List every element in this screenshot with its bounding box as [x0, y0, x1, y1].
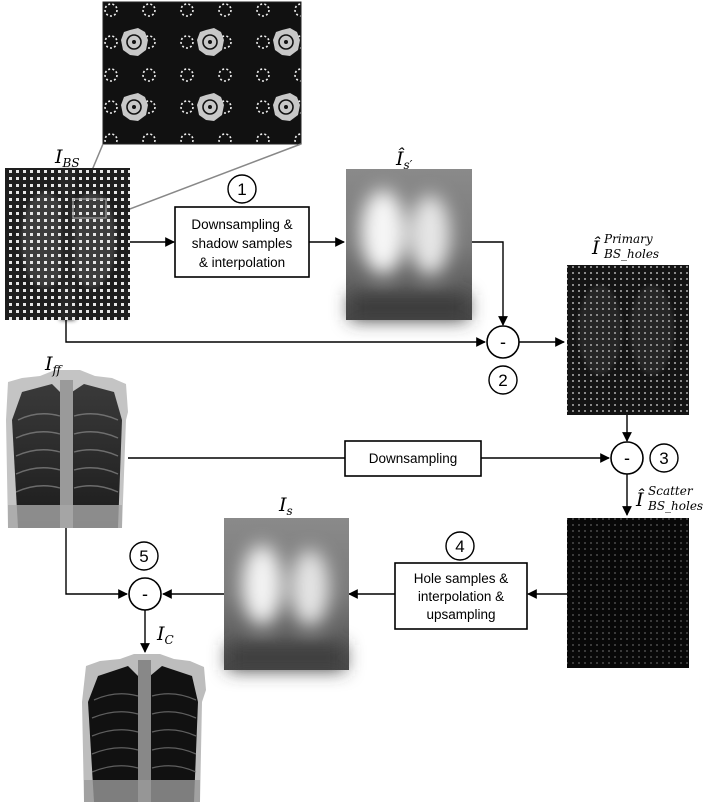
image-i-bs	[5, 168, 130, 320]
box-downsampling	[344, 440, 482, 477]
step-3-number: 3	[659, 449, 668, 468]
box-1-line-1: Downsampling &	[191, 217, 292, 232]
subtract-5-symbol: -	[142, 584, 148, 604]
box-downsampling-shadow	[174, 206, 310, 278]
arrow-is-prime-to-sub2	[472, 241, 508, 326]
box-4-line-3: upsampling	[426, 607, 495, 622]
box-1-line-3: & interpolation	[199, 255, 285, 270]
image-i-c	[82, 654, 206, 802]
step-3-circle	[649, 443, 679, 473]
box-downsampling-text: Downsampling	[369, 451, 458, 466]
step-4-circle	[445, 531, 475, 561]
label-i-scatter: Î Scatter BS_holes	[635, 478, 703, 513]
arrow-ibs-to-sub2	[65, 320, 486, 347]
label-i-primary: Î Primary BS_holes	[591, 226, 659, 261]
step-2-circle	[488, 365, 518, 395]
image-i-s-prime	[346, 169, 472, 320]
box-1-line-2: shadow samples	[192, 236, 293, 251]
box-hole-samples	[394, 562, 528, 630]
image-i-primary	[567, 265, 689, 415]
label-i-s: Is	[278, 494, 293, 518]
subtract-3-symbol: -	[624, 448, 630, 468]
zoom-inset	[102, 1, 302, 145]
image-i-ff	[6, 370, 128, 528]
step-4-number: 4	[455, 537, 464, 556]
box-4-line-2: interpolation &	[418, 589, 504, 604]
image-i-s	[224, 518, 349, 670]
label-i-ff: Iff	[44, 353, 64, 377]
subtract-2-symbol: -	[500, 332, 506, 352]
step-5-number: 5	[139, 547, 148, 566]
zoom-line-right	[105, 143, 302, 219]
arrow-iff-to-sub5	[65, 528, 128, 599]
step-1-circle	[227, 174, 257, 204]
label-i-s-prime: Îs′	[395, 147, 413, 172]
label-i-c: IC	[156, 623, 174, 647]
step-2-number: 2	[498, 371, 507, 390]
step-1-number: 1	[237, 180, 246, 199]
image-i-scatter	[567, 518, 689, 668]
step-5-circle	[129, 541, 159, 571]
box-4-line-1: Hole samples &	[414, 571, 509, 586]
label-i-bs: IBS	[54, 146, 80, 170]
